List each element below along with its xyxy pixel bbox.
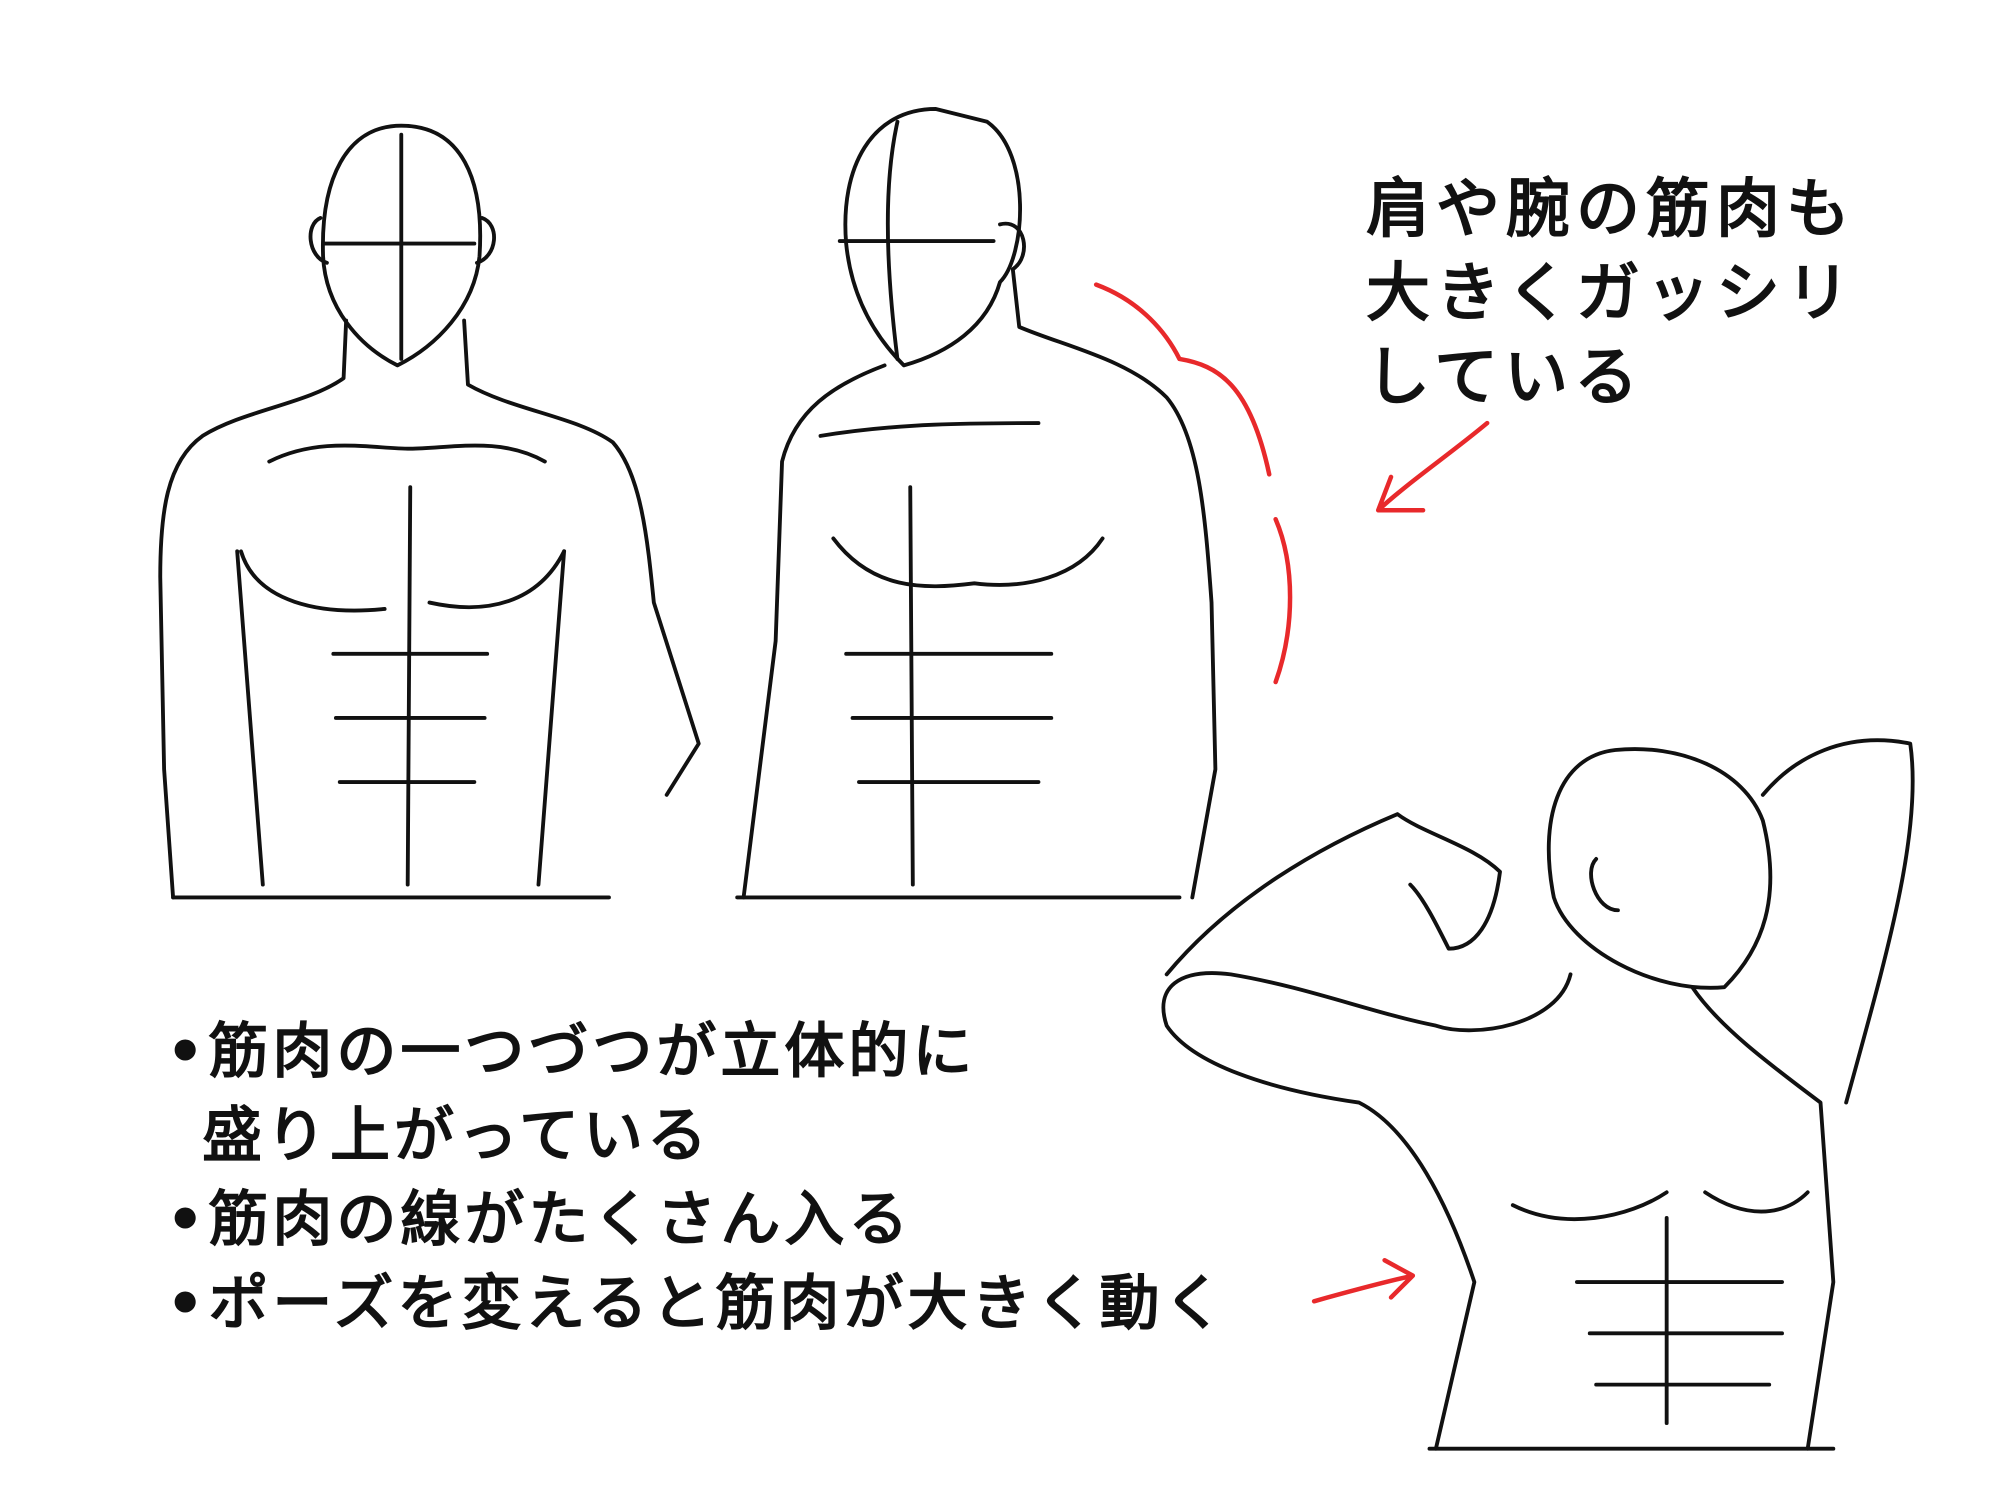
shoulder-arm-note: 肩や腕の筋肉も 大きくガッシリ している bbox=[1366, 168, 1856, 420]
three-quarter-torso-figure bbox=[735, 107, 1218, 900]
arm-emphasis-curve bbox=[1273, 516, 1293, 685]
muscle-points-list: •筋肉の一つづつが立体的に 盛り上がっている •筋肉の線がたくさん入る •ポーズ… bbox=[166, 1010, 1228, 1346]
red-accent-marks bbox=[1093, 282, 1490, 1304]
note-line: している bbox=[1366, 341, 1645, 415]
arrow-to-pose-icon bbox=[1311, 1258, 1416, 1304]
note-line: 大きくガッシリ bbox=[1366, 257, 1856, 331]
list-item: •筋肉の一つづつが立体的に bbox=[166, 1017, 977, 1087]
list-item: •ポーズを変えると筋肉が大きく動く bbox=[166, 1269, 1228, 1339]
note-line: 肩や腕の筋肉も bbox=[1366, 173, 1856, 247]
front-torso-figure bbox=[158, 123, 701, 900]
flexing-pose-figure bbox=[1161, 738, 1915, 1451]
shoulder-emphasis-curve bbox=[1093, 282, 1272, 477]
arrow-to-shoulder-icon bbox=[1375, 420, 1490, 513]
list-item-continuation: 盛り上がっている bbox=[202, 1101, 711, 1171]
list-item: •筋肉の線がたくさん入る bbox=[166, 1185, 913, 1255]
